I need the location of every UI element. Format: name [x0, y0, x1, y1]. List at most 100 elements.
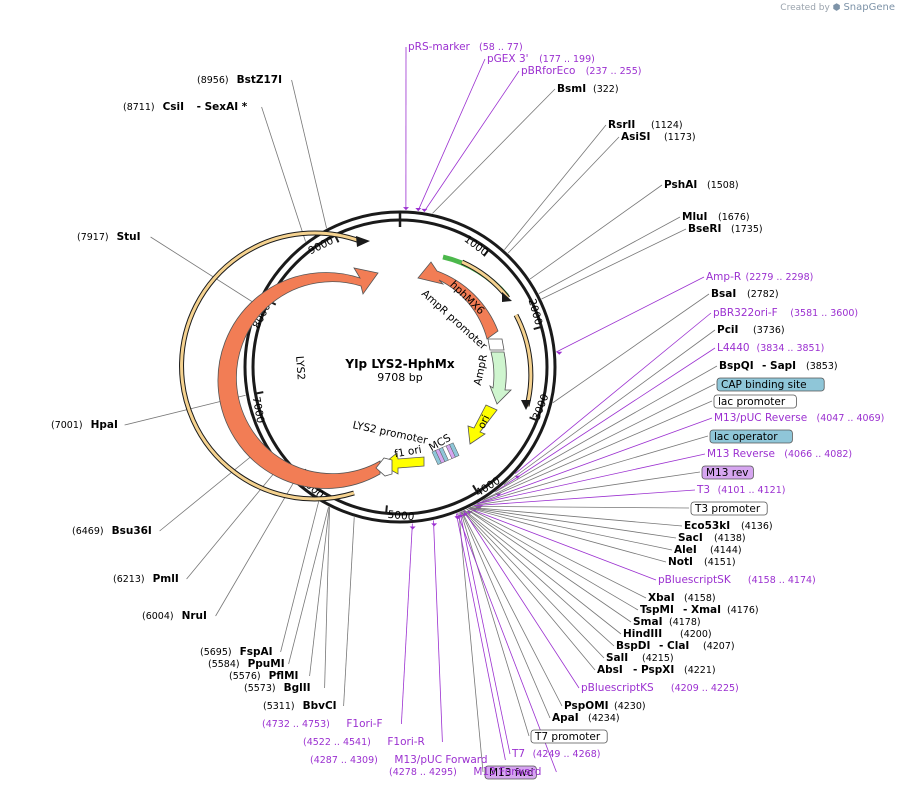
label-position: (4278 .. 4295): [389, 767, 457, 778]
label-position: (4522 .. 4541): [303, 737, 371, 748]
inner-label-ampr-promoter: AmpR promoter: [419, 288, 490, 353]
leader-line: [541, 228, 687, 300]
label-position: (1735): [731, 224, 763, 235]
feature-box-label: M13 fwd: [489, 767, 534, 779]
leader-line: [462, 510, 596, 671]
leader-line: [186, 466, 280, 580]
mcs-segment: [449, 442, 460, 458]
feature-box: [701, 465, 754, 480]
ampr-feature-arrow: [489, 351, 512, 405]
leader-line: [503, 329, 716, 485]
primer-binding-mark: [409, 526, 416, 530]
label-position: (3834 .. 3851): [757, 343, 825, 354]
label-position: (4732 .. 4753): [262, 719, 330, 730]
label-position: (5576): [229, 671, 261, 682]
feature-labels: pRS-marker(58 .. 77)pGEX 3'(177 .. 199)p…: [51, 41, 884, 780]
label-name: AsiSI: [621, 131, 650, 143]
credit-prefix: Created by: [780, 3, 830, 13]
label-position: (5573): [244, 683, 276, 694]
label-position: (7917): [77, 232, 109, 243]
label-name: StuI: [117, 231, 141, 243]
leader-line: [433, 520, 443, 743]
label-name: M13 Reverse: [707, 448, 775, 460]
label-position: (177 .. 199): [539, 54, 595, 65]
leader-line: [460, 511, 551, 719]
leader-line: [514, 312, 712, 474]
label-position: (4101 .. 4121): [718, 485, 786, 496]
label-amp-r: Amp-R(2279 .. 2298): [706, 271, 813, 283]
label-name: BspDI: [616, 640, 650, 652]
primer-binding-mark: [556, 351, 563, 355]
label-name: M13/pUC Reverse: [714, 412, 807, 424]
label-name: pBluescriptKS: [581, 682, 654, 694]
label-position: (2279 .. 2298): [746, 272, 814, 283]
label-fspai: (5695)FspAI: [200, 646, 273, 658]
leader-line: [470, 506, 683, 527]
feature-box-label: T3 promoter: [694, 503, 761, 515]
label-position: (4178): [669, 617, 701, 628]
label-name: CsiI: [163, 101, 184, 113]
label-position: (4234): [588, 713, 620, 724]
label-t3-promoter: T3 promoter: [690, 501, 768, 516]
leader-line: [456, 513, 557, 773]
label-name-secondary: - SapI: [762, 360, 796, 372]
tick-mark-5000: [385, 505, 388, 514]
label-name: MluI: [682, 211, 707, 223]
label-name-secondary: - XmaI: [683, 604, 721, 616]
leader-line: [463, 510, 615, 647]
primer-binding-mark: [421, 208, 428, 212]
lys2-feature-arrow: [217, 267, 381, 489]
leader-line: [460, 511, 530, 737]
label-name: PspOMI: [564, 700, 609, 712]
leader-line: [291, 79, 327, 229]
hphmx6-feature-arrow: [417, 261, 499, 340]
label-position: (3581 .. 3600): [790, 308, 858, 319]
label-name: pBluescriptSK: [658, 574, 732, 586]
label-name: F1ori-F: [346, 718, 382, 730]
label-position: (5695): [200, 647, 232, 658]
label-alei: AleI(4144): [674, 544, 742, 556]
label-pbluescriptsk: pBluescriptSK(4158 .. 4174): [658, 574, 816, 586]
label-name-secondary: - PspXI: [633, 664, 674, 676]
feature-box: [709, 429, 793, 444]
label-hindiii: HindIII(4200): [623, 628, 712, 640]
label-name: HpaI: [91, 419, 118, 431]
label-apai: ApaI (4234): [552, 712, 620, 724]
label-name: T3: [696, 484, 710, 496]
label-tspmi: TspMI- XmaI(4176): [640, 604, 759, 616]
feature-box: [716, 377, 825, 392]
label-name: PciI: [717, 324, 738, 336]
label-position: (58 .. 77): [479, 42, 523, 53]
label-saci: SacI(4138): [678, 532, 746, 544]
label-name: BsaI: [711, 288, 736, 300]
tick-label-5000: 5000: [387, 509, 415, 523]
label-position: (6004): [142, 611, 174, 622]
leader-line: [159, 445, 265, 532]
label-m13-puc-reverse: M13/pUC Reverse(4047 .. 4069): [714, 412, 884, 424]
plasmid-size: 9708 bp: [377, 371, 422, 384]
tick-mark-1000: [483, 249, 490, 257]
label-pbluescriptks: pBluescriptKS(4209 .. 4225): [581, 682, 739, 694]
inner-label-ampr: AmpR: [472, 353, 490, 386]
leader-line: [455, 513, 506, 761]
label-bspqi: BspQI- SapI(3853): [719, 360, 838, 372]
label-pflmi: (5576)PflMI: [229, 670, 298, 682]
leader-line: [477, 435, 709, 505]
leader-line: [423, 70, 520, 213]
label-nrui: (6004) NruI: [142, 610, 207, 622]
leader-line: [496, 347, 716, 492]
leader-line: [504, 124, 607, 250]
label-name: TspMI: [640, 604, 674, 616]
label-pmli: (6213)PmlI: [113, 573, 179, 585]
label-position: (1173): [664, 132, 696, 143]
label-name: BseRI: [688, 223, 721, 235]
label-name: NruI: [182, 610, 207, 622]
primer-binding-mark: [403, 207, 410, 211]
leader-line: [476, 453, 706, 505]
leader-line: [470, 507, 677, 539]
label-asisi: AsiSI (1173): [621, 131, 696, 143]
label-name: BsmI: [557, 83, 586, 95]
label-name: ApaI: [552, 712, 579, 724]
tick-label-9000: 9000: [306, 235, 335, 258]
